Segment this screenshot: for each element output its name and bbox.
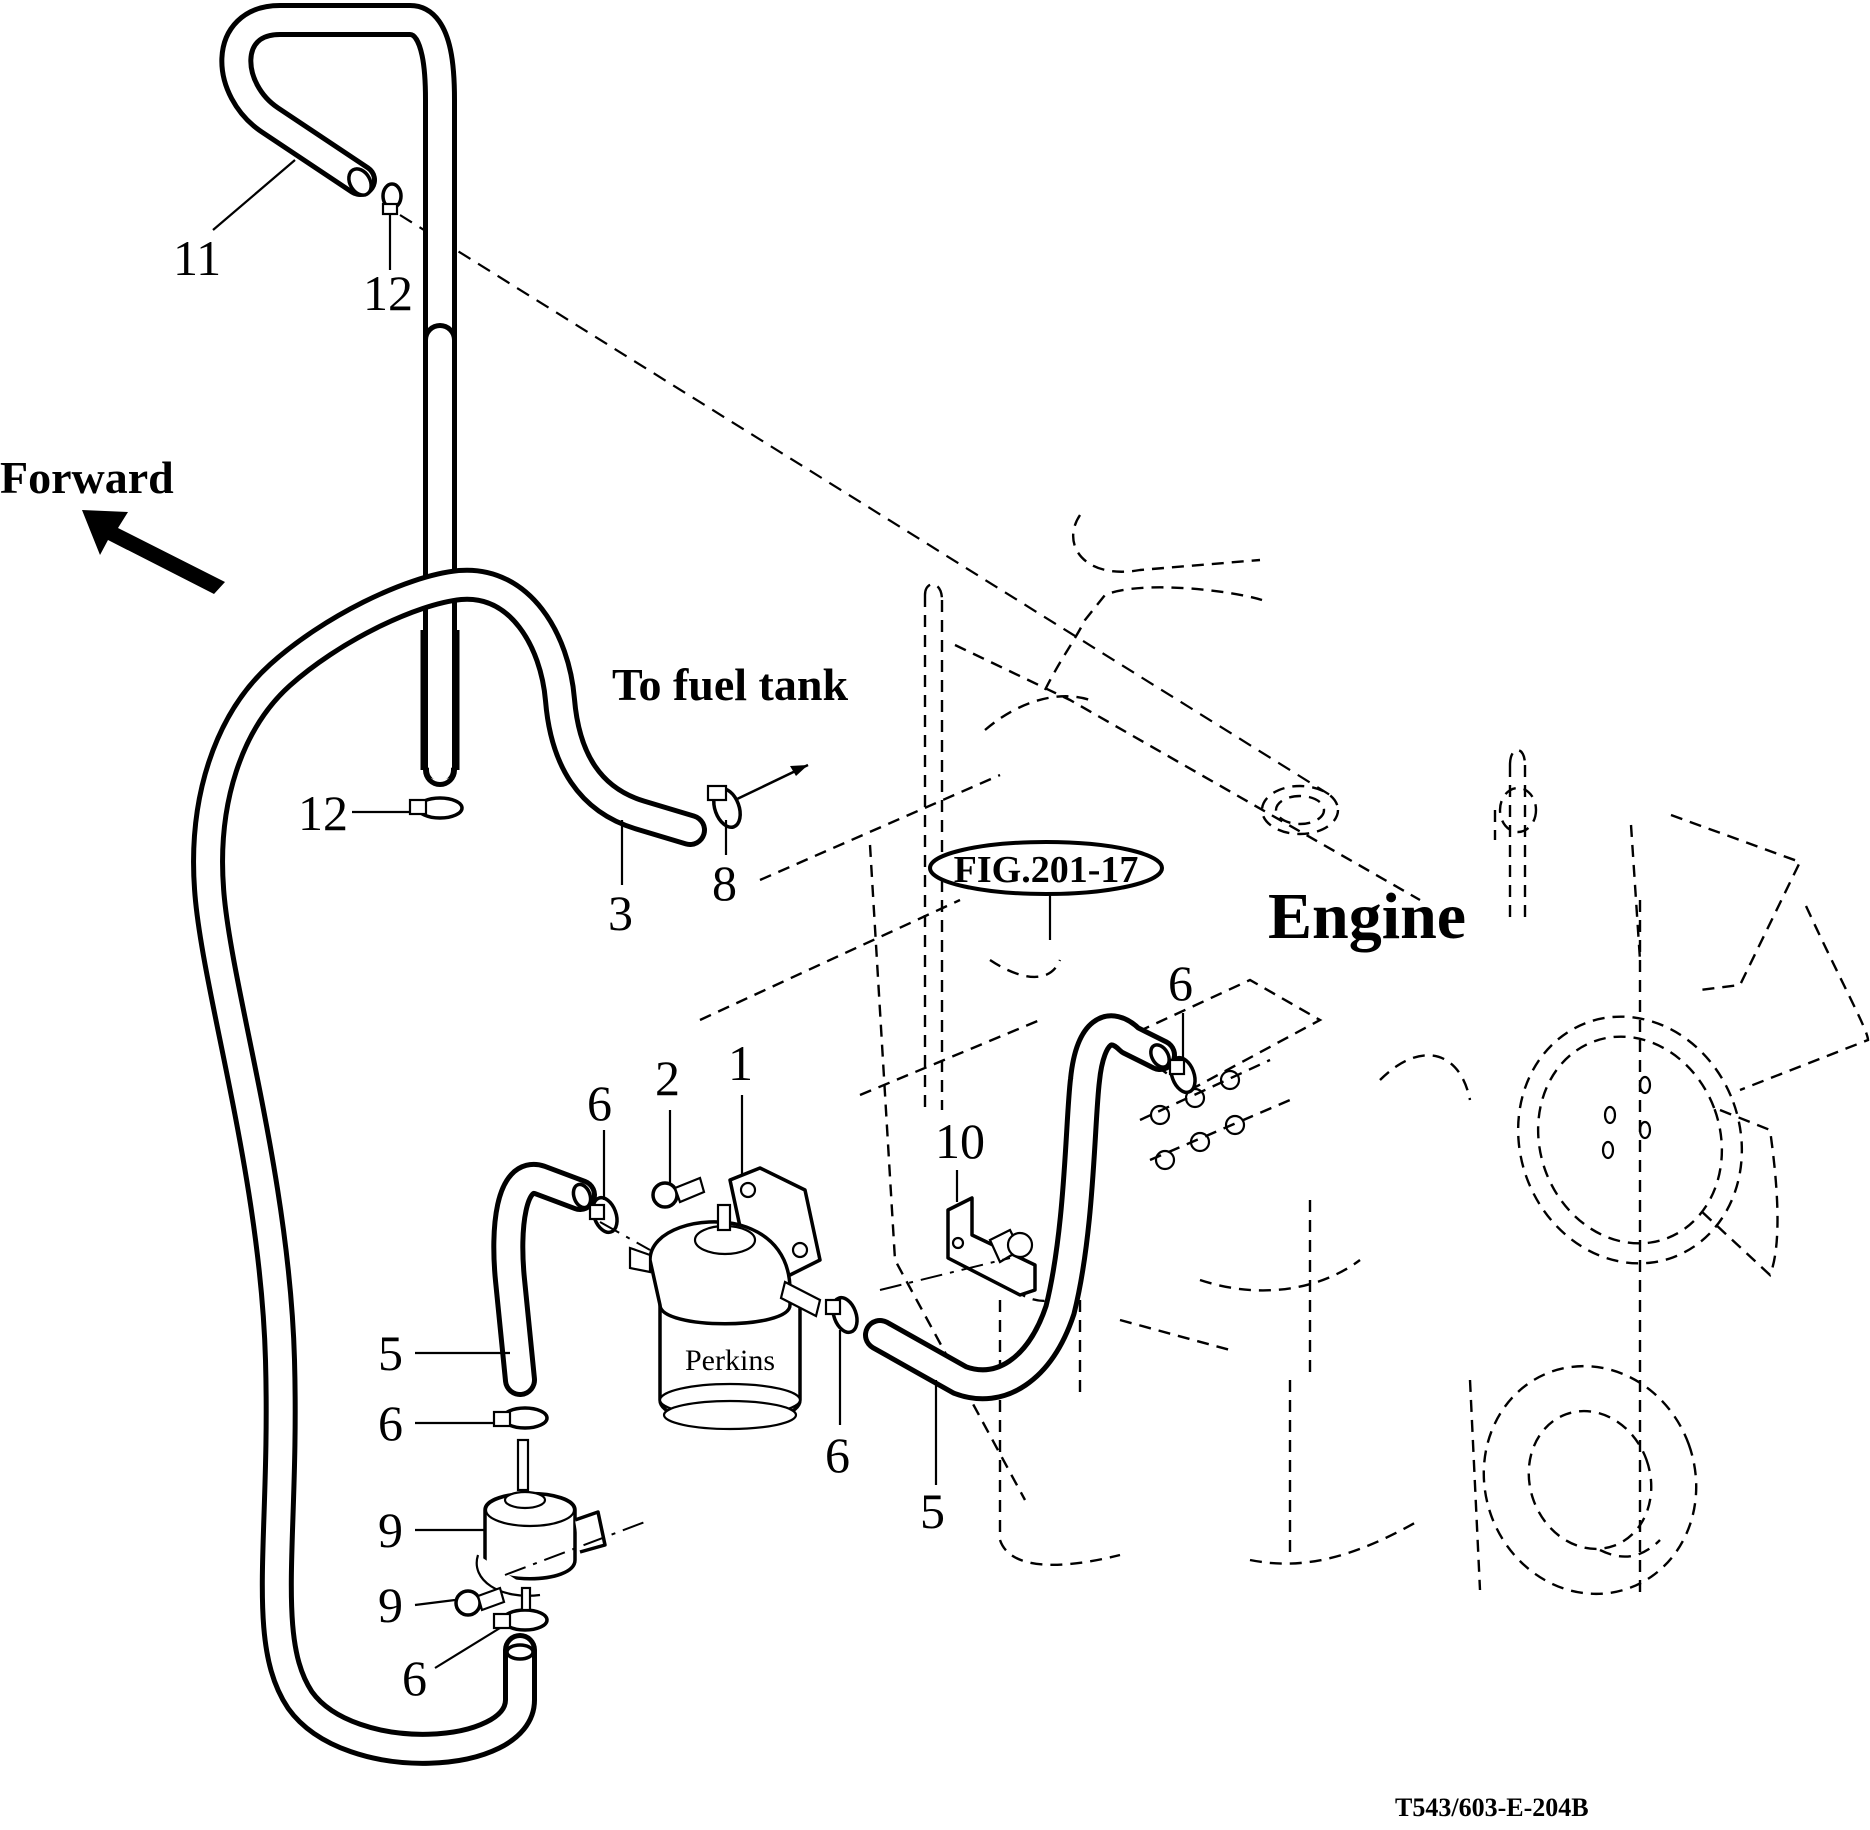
clamp-12-locator-line bbox=[399, 214, 1331, 796]
callout-10: 11 bbox=[173, 230, 221, 286]
callout-6-pump-inlet: 6 bbox=[378, 1395, 403, 1451]
pump-locator-line bbox=[504, 1519, 651, 1576]
callout-6-pump-outlet: 6 bbox=[402, 1650, 427, 1706]
callout-7: 8 bbox=[712, 855, 737, 911]
clamp-6-mid-left bbox=[492, 1406, 549, 1430]
callout-5-right: 5 bbox=[920, 1483, 945, 1539]
forward-arrow-icon bbox=[82, 510, 225, 594]
callout-1: 1 bbox=[728, 1035, 753, 1091]
callout-6-engine: 6 bbox=[1168, 955, 1193, 1011]
clamp-6-lower-left bbox=[492, 1608, 549, 1632]
bolt-9 bbox=[454, 1586, 506, 1617]
figure-reference-badge[interactable]: FIG.201-17 bbox=[928, 840, 1164, 940]
bracket-11 bbox=[946, 1196, 1037, 1297]
bolt-2 bbox=[651, 1176, 706, 1209]
return-hose bbox=[191, 567, 707, 1766]
hose-10 bbox=[219, 3, 457, 377]
clamp-7 bbox=[706, 784, 742, 829]
clamp-6-engine bbox=[1168, 1055, 1197, 1095]
drawing-code: T543/603-E-204B bbox=[1395, 1793, 1589, 1822]
hose-5-left bbox=[491, 1162, 597, 1397]
forward-label: Forward bbox=[0, 452, 174, 503]
callout-3: 3 bbox=[608, 885, 633, 941]
vertical-hose-crossing bbox=[420, 619, 460, 781]
clamp-12-top bbox=[381, 182, 403, 216]
to-fuel-tank-label: To fuel tank bbox=[612, 659, 848, 710]
engine-label: Engine bbox=[1268, 880, 1466, 953]
callout-6-filter-inlet: 6 bbox=[587, 1075, 612, 1131]
hose-5-right bbox=[863, 1013, 1177, 1402]
callout-12-bottom: 12 bbox=[298, 785, 348, 841]
clamp-locator-line bbox=[599, 1221, 651, 1251]
clamp-6-upper-left bbox=[588, 1195, 619, 1235]
fuel-pump bbox=[475, 1438, 607, 1612]
clamp-12-bottom bbox=[408, 796, 464, 820]
figure-reference-link[interactable]: FIG.201-17 bbox=[954, 849, 1139, 891]
filter-brand-label: Perkins bbox=[685, 1344, 775, 1377]
callout-9: 9 bbox=[378, 1577, 403, 1633]
fuel-filter: Perkins bbox=[628, 1166, 822, 1431]
callout-8: 9 bbox=[378, 1502, 403, 1558]
callout-2: 2 bbox=[655, 1050, 680, 1106]
callout-12-top: 12 bbox=[363, 265, 413, 321]
to-fuel-tank-arrow bbox=[734, 763, 809, 802]
callout-5-left: 5 bbox=[378, 1325, 403, 1381]
clamp-6-filter-outlet bbox=[824, 1295, 859, 1335]
callout-6-filter-outlet: 6 bbox=[825, 1427, 850, 1483]
callout-11: 10 bbox=[935, 1113, 985, 1169]
engine-outline bbox=[699, 514, 1870, 1600]
